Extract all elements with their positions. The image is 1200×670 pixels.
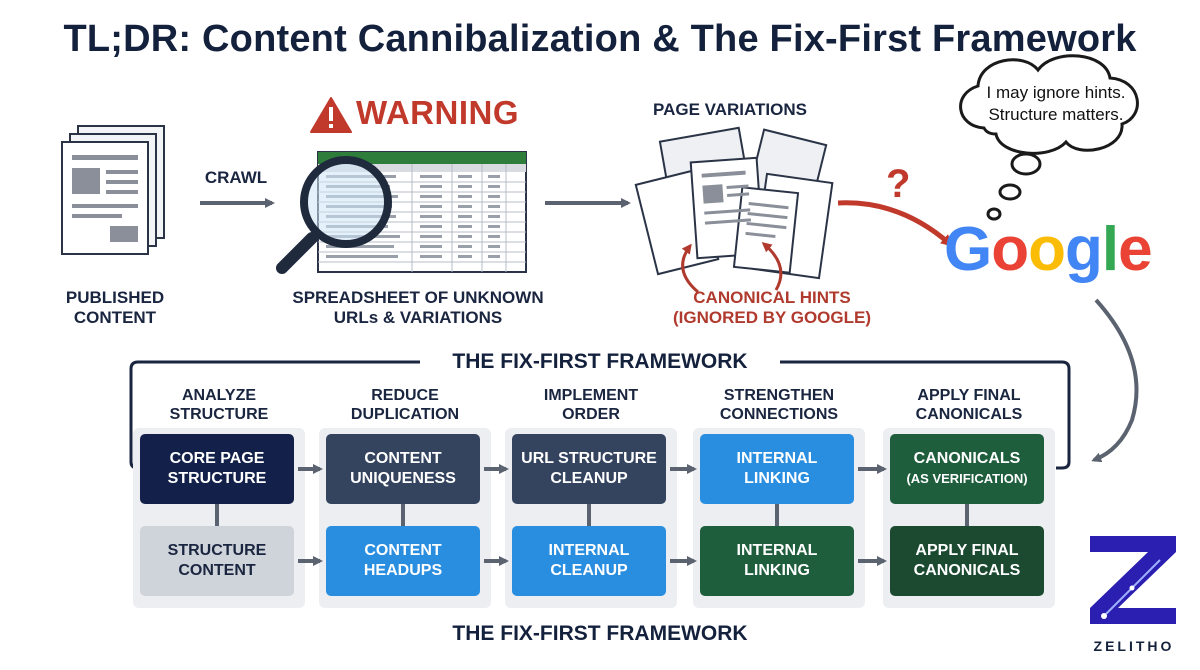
page-title: TL;DR: Content Cannibalization & The Fix… bbox=[63, 18, 1137, 60]
google-arrow bbox=[837, 200, 954, 247]
google-logo: Google bbox=[944, 214, 1153, 285]
warning-icon bbox=[310, 97, 352, 133]
google-letter: l bbox=[1101, 215, 1119, 284]
page-variations-label: PAGE VARIATIONS bbox=[653, 100, 807, 119]
magnifying-glass-icon bbox=[276, 156, 392, 274]
question-mark: ? bbox=[886, 162, 911, 206]
framework-step-box: CANONICALS(AS VERIFICATION) bbox=[890, 434, 1044, 504]
google-letter: o bbox=[1028, 215, 1066, 284]
document-stack-icon bbox=[61, 125, 165, 255]
crawl-label: CRAWL bbox=[204, 168, 268, 187]
framework-bottom-title: THE FIX-FIRST FRAMEWORK bbox=[452, 622, 748, 645]
thought-bubble-icon bbox=[959, 54, 1139, 221]
spreadsheet-label: SPREADSHEET OF UNKNOWN URLs & VARIATIONS bbox=[292, 288, 544, 327]
canonical-hint-arrow-left bbox=[681, 243, 699, 294]
thought-bubble-text: I may ignore hints. Structure matters. bbox=[986, 83, 1126, 124]
google-letter: g bbox=[1064, 215, 1103, 284]
google-letter: o bbox=[991, 215, 1029, 284]
framework-title: THE FIX-FIRST FRAMEWORK bbox=[420, 350, 780, 374]
google-letter: G bbox=[944, 215, 992, 284]
warning-label: WARNING bbox=[356, 94, 519, 131]
framework-bracket-right bbox=[780, 360, 1071, 470]
google-to-framework-arrow bbox=[1091, 298, 1139, 463]
published-content-label: PUBLISHED CONTENT bbox=[65, 288, 165, 327]
page-variations-lines bbox=[701, 170, 789, 239]
canonical-hint-arrow-right bbox=[761, 242, 783, 291]
canonical-hints-label: CANONICAL HINTS (IGNORED BY GOOGLE) bbox=[672, 288, 872, 327]
zelitho-logo-text: ZELITHO bbox=[1093, 638, 1175, 654]
google-letter: e bbox=[1118, 215, 1152, 284]
